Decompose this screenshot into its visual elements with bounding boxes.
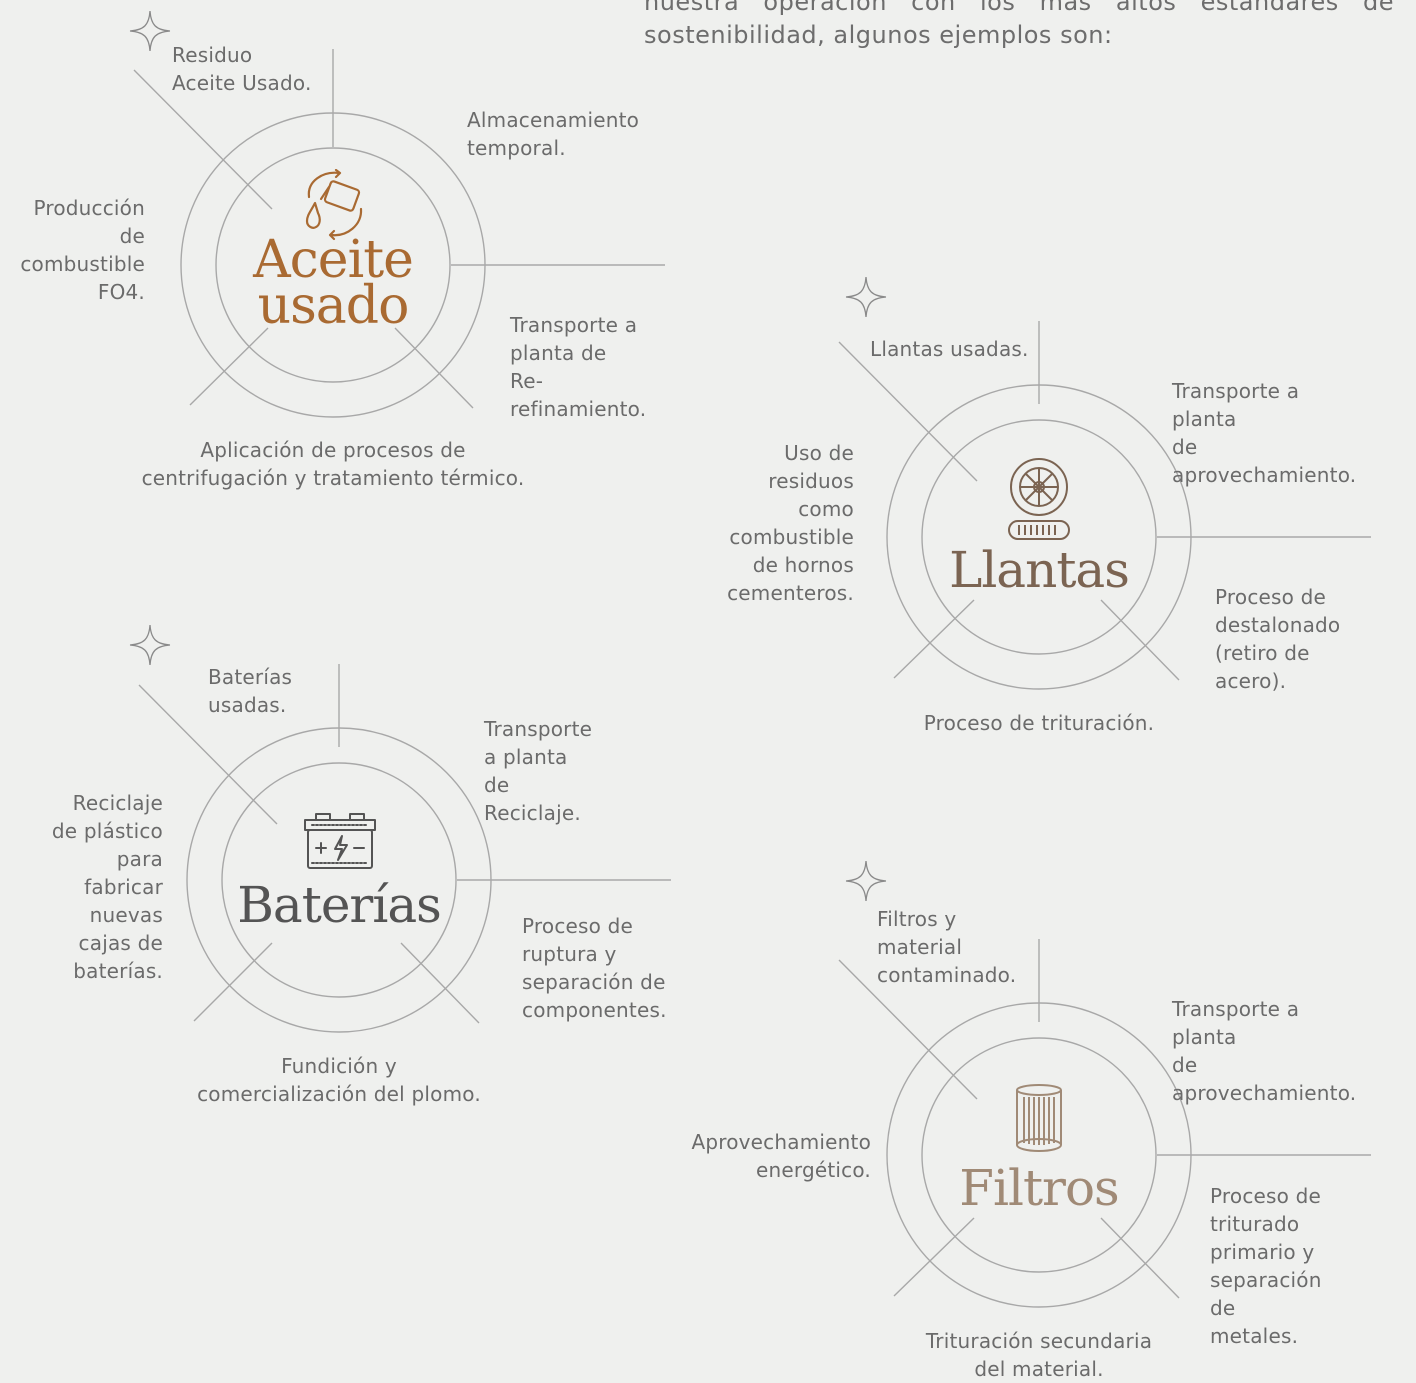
sparkle-icon: [129, 10, 171, 52]
filter-icon: [1016, 1084, 1062, 1152]
sparkle-icon: [845, 860, 887, 902]
connector-top-left: [838, 959, 978, 1100]
section-title: Filtros: [959, 1159, 1119, 1217]
inner-circle: [221, 762, 457, 998]
step-label-start: Residuo Aceite Usado.: [172, 43, 312, 95]
inner-circle: [921, 1037, 1157, 1273]
connector-bottom-right: [1100, 1217, 1180, 1299]
step-label-start: Baterías usadas.: [208, 665, 293, 717]
section-title: Baterías: [237, 876, 442, 934]
step-label: Transporte a planta de Re-refinamiento.: [510, 313, 647, 421]
step-label: Transporte a planta de Reciclaje.: [484, 717, 593, 825]
sparkle-icon: [129, 624, 171, 666]
connector-bottom-right: [394, 327, 474, 409]
inner-circle: [921, 419, 1157, 655]
step-label: Transporte a planta de aprovechamiento.: [1172, 997, 1357, 1105]
oil-can-icon: [305, 169, 363, 241]
step-label: Transporte a planta de aprovechamiento.: [1172, 379, 1357, 487]
connector-top-left: [838, 341, 978, 482]
outer-circle: [886, 1002, 1192, 1308]
connector-top-left: [133, 69, 273, 210]
connector-bottom-left: [193, 942, 273, 1022]
step-label: Fundición y comercialización del plomo.: [197, 1054, 481, 1106]
step-label: Proceso de ruptura y separación de compo…: [522, 914, 667, 1022]
section-title: Llantas: [949, 541, 1130, 599]
step-label: Producción de combustible FO4.: [20, 196, 145, 304]
step-label: Aplicación de procesos de centrifugación…: [141, 438, 525, 490]
step-label: Proceso de triturado primario y separaci…: [1210, 1184, 1322, 1348]
connector-bottom-right: [400, 942, 480, 1024]
connector-bottom-right: [1100, 599, 1180, 681]
inner-circle: [215, 147, 451, 383]
step-label: Reciclaje de plástico para fabricar nuev…: [51, 791, 163, 983]
cycle-aceite-usado: Aceite usado Residuo Aceite Usado. Almac…: [20, 10, 665, 490]
cycle-baterias: Baterías Baterías usadas. Transporte a p…: [52, 624, 671, 1106]
step-label: Proceso de destalonado (retiro de acero)…: [1215, 585, 1341, 693]
step-label-start: Filtros y material contaminado.: [877, 907, 1017, 987]
step-label: Trituración secundaria del material.: [925, 1329, 1153, 1381]
intro-paragraph: nuestra operación con los más altos está…: [644, 0, 1394, 49]
cycle-filtros: Filtros Filtros y material contaminado. …: [691, 860, 1371, 1381]
connector-bottom-left: [189, 327, 269, 406]
connector-bottom-left: [893, 1217, 975, 1297]
step-label-start: Llantas usadas.: [870, 337, 1029, 361]
section-title: Aceite usado: [253, 230, 414, 336]
battery-icon: [304, 813, 376, 869]
sparkle-icon: [845, 276, 887, 318]
step-label: Proceso de trituración.: [923, 711, 1155, 735]
connector-top-left: [138, 684, 278, 825]
step-label: Aprovechamiento energético.: [691, 1130, 871, 1182]
step-label: Uso de residuos como combustible de horn…: [727, 441, 854, 605]
tire-icon: [1008, 458, 1070, 540]
connector-bottom-left: [893, 599, 975, 679]
step-label: Almacenamiento temporal.: [467, 108, 640, 160]
cycle-llantas: Llantas Llantas usadas. Transporte a pla…: [727, 276, 1371, 735]
